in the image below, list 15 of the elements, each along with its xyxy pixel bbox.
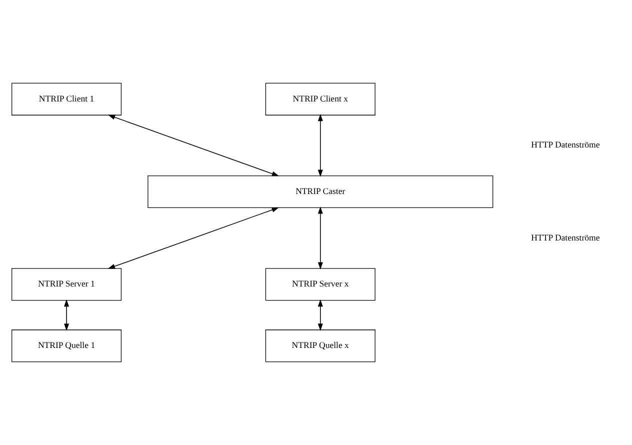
arrow	[64, 299, 70, 331]
arrow	[318, 299, 323, 331]
node-box: NTRIP Client x	[265, 82, 376, 116]
node-box: NTRIP Caster	[148, 175, 494, 208]
arrow	[318, 206, 323, 270]
label: HTTP Datenströme	[531, 232, 600, 242]
arrow	[108, 207, 280, 269]
node-box: NTRIP Quelle x	[265, 330, 376, 362]
node-box: NTRIP Client 1	[12, 82, 122, 116]
arrow	[108, 114, 280, 176]
label: HTTP Datenströme	[531, 140, 600, 150]
arrow	[318, 114, 323, 177]
node-box: NTRIP Server 1	[12, 268, 122, 301]
node-box: NTRIP Server x	[265, 268, 376, 301]
node-box: NTRIP Quelle 1	[12, 330, 122, 362]
